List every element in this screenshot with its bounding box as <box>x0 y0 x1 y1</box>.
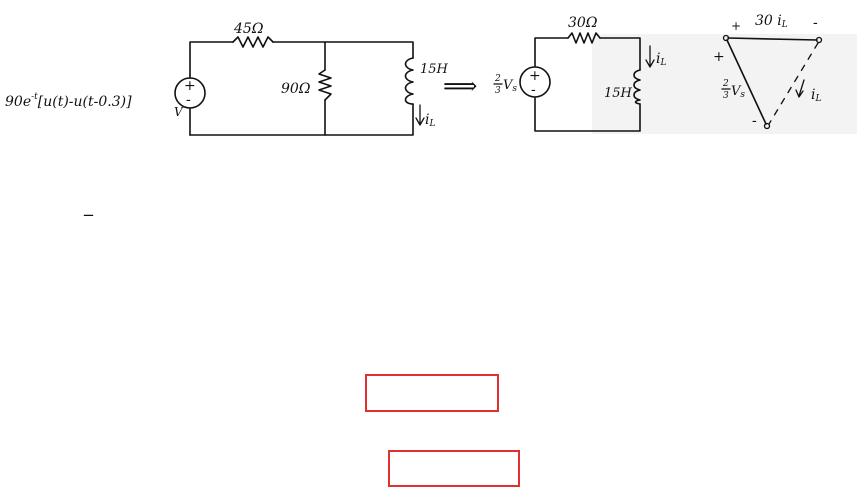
inductor-15h <box>404 57 414 105</box>
middle-source-label-var: Vs <box>503 78 517 94</box>
middle-bottom-wire <box>534 97 641 132</box>
middle-current-arrow <box>645 45 655 68</box>
graph-side-label-den: 3 <box>723 91 729 101</box>
left-bottom-wire <box>189 103 414 136</box>
middle-source-plus-sign: + <box>529 68 541 84</box>
underline-mark: _ <box>83 196 94 217</box>
graph-side-label-num: 2 <box>722 79 729 89</box>
middle-source-label-den: 3 <box>495 86 501 96</box>
graph-edge-right <box>768 42 819 125</box>
inductor-label: 15H <box>420 62 449 77</box>
graph-node-bottom <box>763 122 771 130</box>
left-top-wire <box>189 41 414 76</box>
source-minus-sign: - <box>186 92 191 108</box>
middle-voltage-source-symbol <box>519 66 551 98</box>
middle-current-label: iL <box>656 51 666 68</box>
series-resistor-45-ohm <box>232 36 274 48</box>
graph-right-label: iL <box>811 87 821 104</box>
resistor-30-ohm <box>567 32 601 44</box>
graph-left-plus: + <box>713 49 725 65</box>
scan-residue <box>592 34 857 134</box>
middle-top-wire <box>534 37 641 71</box>
graph-top-minus: - <box>813 15 818 31</box>
middle-resistor-label: 30Ω <box>568 15 598 31</box>
answer-box-1 <box>365 374 499 412</box>
left-current-label: iL <box>425 112 435 129</box>
graph-current-arrow <box>795 79 805 98</box>
middle-source-minus-sign: - <box>531 82 536 98</box>
middle-inductor-label: 15H <box>604 86 633 101</box>
graph-side-label-var: Vs <box>731 84 745 100</box>
middle-circuit: + - 2 3 Vs 30Ω 15H iL <box>493 15 666 132</box>
graph-left-minus: - <box>752 113 757 129</box>
source-unit: V <box>174 105 184 119</box>
middle-source-label-num: 2 <box>494 74 501 84</box>
left-circuit: + - 45Ω 90Ω 15H iL 90e-t[u(t)-u(t-0.3)] … <box>5 21 449 136</box>
graph-edge-left <box>726 39 767 125</box>
graph-edge-top <box>727 37 818 41</box>
graph-top-label: 30 iL <box>755 13 788 30</box>
voltage-source-symbol <box>174 77 206 109</box>
shunt-resistor-label: 90Ω <box>281 81 311 97</box>
equivalence-arrow: ⟹ <box>443 72 477 100</box>
middle-inductor-15h <box>633 69 641 105</box>
source-plus-sign: + <box>184 78 196 94</box>
series-resistor-label: 45Ω <box>233 21 264 37</box>
source-expression: 90e-t[u(t)-u(t-0.3)] <box>5 92 132 110</box>
right-graph: 30 iL + - + - 2 3 Vs iL <box>713 13 823 130</box>
answer-box-2 <box>388 450 520 487</box>
shunt-resistor-90-ohm <box>318 69 332 101</box>
graph-top-plus: + <box>731 19 741 33</box>
left-current-arrow <box>415 104 425 126</box>
